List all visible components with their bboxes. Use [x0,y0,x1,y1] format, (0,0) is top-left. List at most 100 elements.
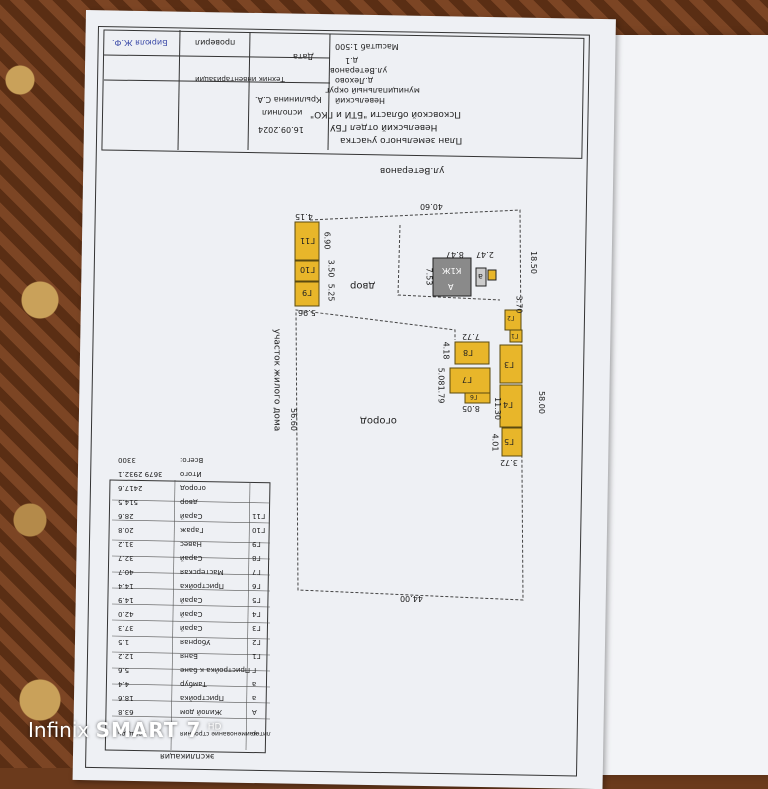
label-g9: Г9 [302,288,312,297]
explication-cell-area: 12.2 [118,652,134,660]
explication-cell-area: 40.7 [118,568,134,576]
explication-cell-area: 14.9 [118,596,134,604]
explication-cell-lit: А [252,708,257,716]
dim-g4-height: 11.30 [492,397,502,420]
explication-cell-name: Гараж [180,526,204,534]
explication-cell-area: 3300 [118,456,136,464]
checked-label: проверил [195,38,236,47]
explication-cell-lit: а [252,680,257,688]
watermark-brand: Infinix [28,718,90,742]
explication-cell-area: 63.8 [118,708,134,716]
explication-cell-lit: а [252,694,257,702]
municipality: муниципальный округ [325,86,420,95]
outbuilding-g11 [294,221,320,261]
house-number: д.1 [345,56,359,65]
dim-g9-width: 5.96 [298,308,316,317]
outbuilding-g1 [509,329,523,343]
explication-cell-area: 5.6 [118,666,130,674]
dim-g5-height: 4.01 [490,433,500,452]
outbuilding-g5 [501,427,523,457]
dim-g6-height: 1.79 [436,385,446,404]
explication-cell-name: Сарай [180,624,203,632]
dim-bottom: 44.00 [400,594,423,603]
annex-letter: а [478,272,483,281]
explication-cell-area: 3679 2932.1 [118,470,163,478]
explication-cell-lit: Г2 [252,638,261,646]
dim-g7-height: 5.08 [436,367,446,386]
executor-name: Крылинина С.А. [255,95,322,104]
dim-g2: 3.70 [514,295,524,314]
outbuilding-g8 [454,341,490,365]
explication-cell-area: 14.4 [118,582,134,590]
explication-cell-name: Уборная [180,638,211,646]
explication-cell-lit: Г7 [252,568,261,576]
dim-g10-height: 3.50 [326,259,336,278]
label-g5: Г5 [504,437,514,446]
watermark-hd: HD [207,722,222,733]
label-g6: Г6 [470,393,478,400]
explication-cell-name: огород [180,484,206,492]
explication-cell-lit: Г6 [252,582,261,590]
tech-role: Техник инвентаризации [195,75,285,83]
explication-cell-lit: Г4 [252,610,261,618]
explication-cell-name: Сарай [180,596,203,604]
explication-cell-area: 1.5 [118,638,130,646]
outbuilding-g6 [464,392,491,404]
label-g3: Г3 [504,360,514,369]
street-label: ул.Ветеранов [380,165,445,175]
scale: Масштаб 1:500 [335,42,399,51]
dim-g11-height: 6.90 [322,231,332,250]
explication-cell-lit: Г9 [252,540,261,548]
dim-g7-width: 8.05 [462,404,480,413]
dim-right-top: 18.50 [528,251,538,274]
outbuilding-g7 [449,367,491,394]
explication-cell-area: 42.0 [118,610,134,618]
explication-cell-lit: Г11 [252,512,266,520]
label-g7: Г7 [462,375,472,384]
explication-cell-name: Итого [180,470,202,478]
explication-cell-name: Навес [180,540,202,548]
outbuilding-g9 [294,281,320,307]
date: 16.09.2024 [258,125,304,134]
explication-cell-lit: Г1 [252,652,261,660]
explication-cell-area: 37.3 [118,624,134,632]
explication-cell-name: Сарай [180,610,203,618]
explication-cell-area: 31.2 [118,540,134,548]
explication-cell-area: 32.7 [118,554,134,562]
explication-cell-name: Всего: [180,456,204,464]
explication-cell-name: Пристройка к бане [180,666,251,674]
plan-title: План земельного участка [340,135,463,145]
org-line1: Невельский отдел ГБУ [330,122,438,132]
explication-cell-lit: Г8 [252,554,261,562]
village: д.Лехово [335,76,374,85]
explication-cell-name: Тамбур [180,680,207,688]
explication-cell-area: 514.5 [118,498,139,506]
dim-house-width: 8.47 [446,250,464,259]
neighbor-label: участок жилого дома [271,328,282,432]
explication-cell-name: Жилой дом [180,708,223,716]
house-main [432,257,472,297]
outbuilding-g4 [499,384,523,428]
label-g11: Г11 [300,236,316,245]
explication-cell-area: 18.6 [118,694,134,702]
label-g4: Г4 [503,400,513,409]
label-g8: Г8 [463,348,473,357]
dim-g9-height: 5.25 [326,283,336,302]
date-label: Дата [293,52,314,61]
street: ул.Ветеранов [330,66,388,75]
explication-cell-lit: Г10 [252,526,266,534]
site-plan-drawing [101,29,585,754]
dim-g5-width: 3.72 [500,458,518,467]
explication-cell-lit: Г [252,666,257,674]
explication-cell-name: Баня [180,652,198,660]
dim-annex: 2.47 [476,250,494,259]
org-line2: Псковской области "БТИ и ГКО" [310,109,462,119]
label-g1: Г1 [511,332,519,339]
garden-label: огород [360,415,397,426]
label-g2: Г2 [507,314,515,321]
explication-cell-name: Пристройка [180,582,224,590]
yard-label: двор [350,280,376,291]
explication-cell-name: двор [180,498,198,506]
explication-cell-area: 20.8 [118,526,134,534]
watermark-model: SMART 7 [95,718,202,742]
